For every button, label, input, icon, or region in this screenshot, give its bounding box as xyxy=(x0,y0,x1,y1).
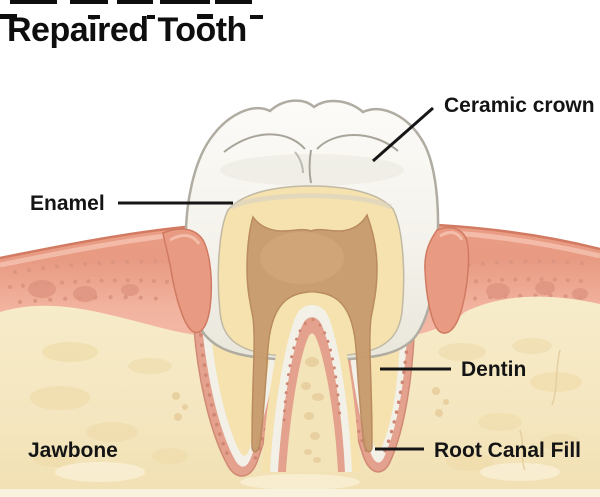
label-jawbone: Jawbone xyxy=(28,439,118,462)
label-enamel: Enamel xyxy=(30,192,105,215)
crop-artifact xyxy=(0,0,263,19)
furcation-bone xyxy=(262,292,360,472)
gum-papillae xyxy=(162,226,470,334)
ceramic-crown-leader-line xyxy=(372,106,434,163)
pulp-and-root-canal-fill xyxy=(246,213,378,453)
label-root-canal-fill: Root Canal Fill xyxy=(434,439,581,462)
leader-lines xyxy=(118,106,451,451)
label-ceramic-crown: Ceramic crown xyxy=(444,94,595,117)
label-dentin: Dentin xyxy=(461,358,527,381)
diagram-title: Repaired Tooth xyxy=(7,11,247,49)
bone-bottom-strip xyxy=(0,489,600,497)
